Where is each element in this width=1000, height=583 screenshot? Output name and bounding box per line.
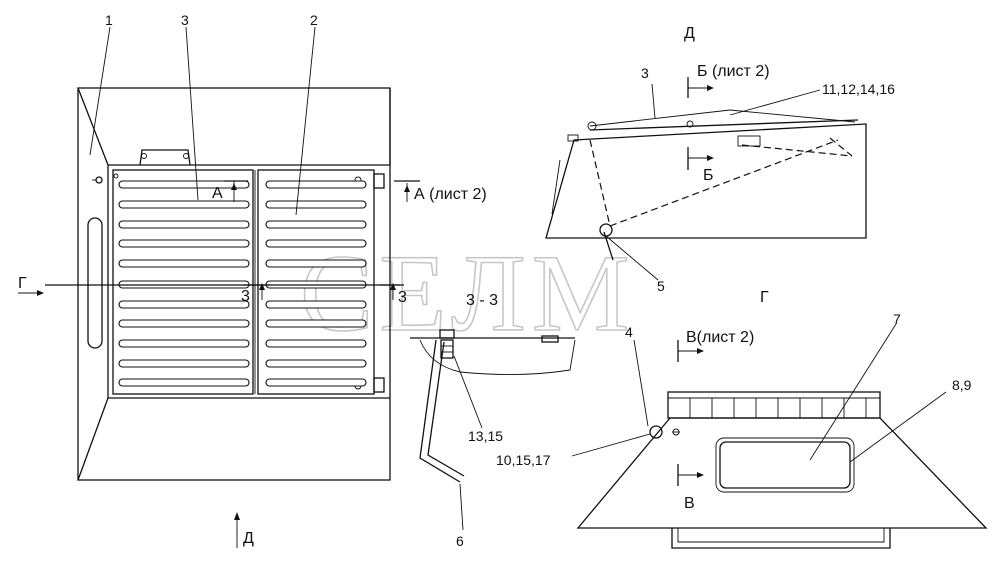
mark-d-arrow: Д [243,530,254,547]
lid-latch [737,135,761,147]
top-view-d [545,77,867,281]
callout-1: 1 [105,12,113,28]
mark-v-low: В [684,495,695,512]
callout-5: 5 [657,278,665,294]
left-slots [118,180,250,387]
nameplate-window [719,441,851,489]
mark-b-low: Б [703,167,714,184]
section-body-break [419,339,576,376]
fin-strip [667,391,881,419]
callout-10-15-17: 10,15,17 [496,452,551,468]
hidden-edge-left [589,139,611,227]
mark-a-ref: А (лист 2) [414,186,487,203]
section-3-3-view [410,329,576,531]
callout-11-12-14-16: 11,12,14,16 [822,81,895,97]
mark-cut3-left: 3 [241,288,250,305]
callout-13-15: 13,15 [468,428,503,444]
mark-b-ref: Б (лист 2) [697,63,770,80]
section-clip [541,335,559,343]
view-d-title: Д [684,25,695,42]
lid-handle [139,149,191,166]
callout-7: 7 [893,311,901,327]
cabinet-outline [77,87,391,481]
cabinet-edge-top-left [77,87,109,166]
front-view [18,26,420,548]
mark-g-arrow: Г [18,275,27,292]
callout-2: 2 [310,12,318,28]
hidden-edge-diag [609,139,839,227]
support-rod-outer [419,339,461,483]
mark-cut3-right: 3 [398,289,407,306]
view-g-title: Г [760,289,769,306]
callout-6: 6 [456,533,464,549]
top-view-body [545,123,867,239]
side-view-g [571,323,988,549]
fins [689,398,867,418]
side-latch [649,425,663,439]
section-nut [439,329,455,339]
side-knob [95,176,103,184]
support-rod-inner [427,341,465,477]
callout-8-9: 8,9 [952,377,972,393]
mark-a-small: А [212,185,223,202]
louvre-door-right [257,169,375,395]
callout-3-top: 3 [641,65,649,81]
side-view-body [576,417,988,529]
watermark: СЕЛМ [300,232,636,354]
lid-panel [589,119,859,131]
hinge-top [373,173,385,189]
section-bolt [440,339,454,359]
louvre-door-left [112,169,254,395]
side-handle-slot [87,217,103,349]
callout-4: 4 [625,324,633,340]
bottom-handle [671,528,891,549]
mark-v-ref: В(лист 2) [686,329,754,346]
hinge-bottom [373,377,385,393]
section-title: 3 - 3 [466,292,498,309]
callout-3-front: 3 [181,12,189,28]
right-slots [265,180,367,387]
